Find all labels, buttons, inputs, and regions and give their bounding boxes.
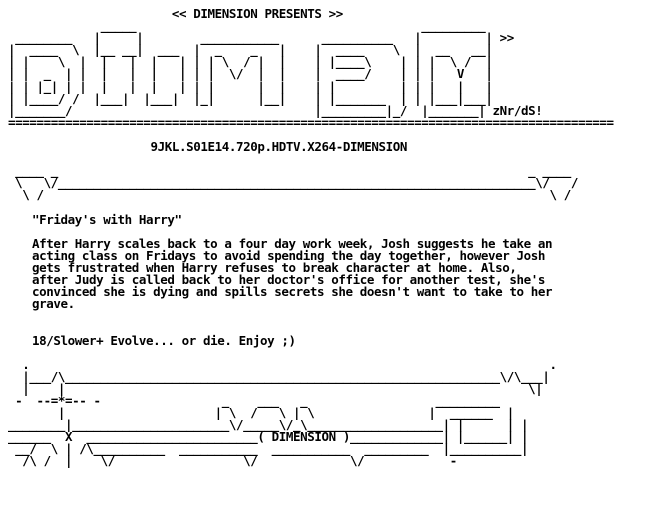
- section-divider: ========================================…: [8, 114, 614, 130]
- release-name: 9JKL.S01E14.720p.HDTV.X264-DIMENSION: [8, 139, 408, 155]
- logo-line: | | \ | | | | | | | \ / | | | |____\ | |…: [8, 54, 493, 70]
- description-line: grave.: [32, 296, 75, 312]
- header-line: << DIMENSION PRESENTS >>: [8, 8, 343, 21]
- nfo-viewer: << DIMENSION PRESENTS >> _____ _________…: [8, 8, 640, 508]
- logo-line: |_______/ |_________|_/ |_______| zNr/dS…: [8, 102, 543, 118]
- signoff-line: 18/Slower+ Evolve... or die. Enjoy ;): [32, 332, 296, 348]
- spacer: [8, 310, 640, 322]
- footer-art-line: ________|______________________\/_____\/…: [8, 417, 529, 433]
- footer-art-line: __/ \ | /\__________ ___________ _______…: [8, 441, 529, 457]
- episode-title: "Friday's with Harry": [32, 211, 182, 227]
- logo-line: | ____ \ |__ __| ___ | _ _ | | ____ \ | …: [8, 42, 493, 58]
- description-line: convinced she is dying and spills secret…: [32, 284, 553, 300]
- footer-art-line: - --=*=-- - _ ___ _ _________: [8, 393, 500, 408]
- description-line: After Harry scales back to a four day wo…: [32, 235, 553, 251]
- footer-art-line: /\ / | \/ \/ \/ -: [8, 453, 457, 469]
- logo-line: | |____/ / |___| |___| |_| |__| | |_____…: [8, 90, 493, 106]
- box-top-border: ____ _ _ ____ \ \/______________________…: [15, 163, 579, 203]
- logo-line: | | |_| | | | | | | | | | | | | | | | | …: [8, 78, 493, 94]
- description-line: acting class on Fridays to avoid spendin…: [32, 247, 546, 263]
- description-line: gets frustrated when Harry refuses to br…: [32, 259, 517, 275]
- box-bottom-border: . . |___/\______________________________…: [22, 356, 557, 396]
- logo-line: _____ _________: [8, 18, 486, 34]
- logo-line: | | _ | | | | | | | | \/ | | | ____/ | |…: [8, 66, 493, 82]
- description-line: after Judy is called back to her doctor'…: [32, 272, 546, 288]
- footer-art-line: ______ X ________________________( DIMEN…: [8, 429, 529, 445]
- footer-art-line: | | \ / \ | \ | ______ |: [8, 405, 514, 421]
- logo-line: ________ | | ___________ __________ | | …: [8, 30, 514, 46]
